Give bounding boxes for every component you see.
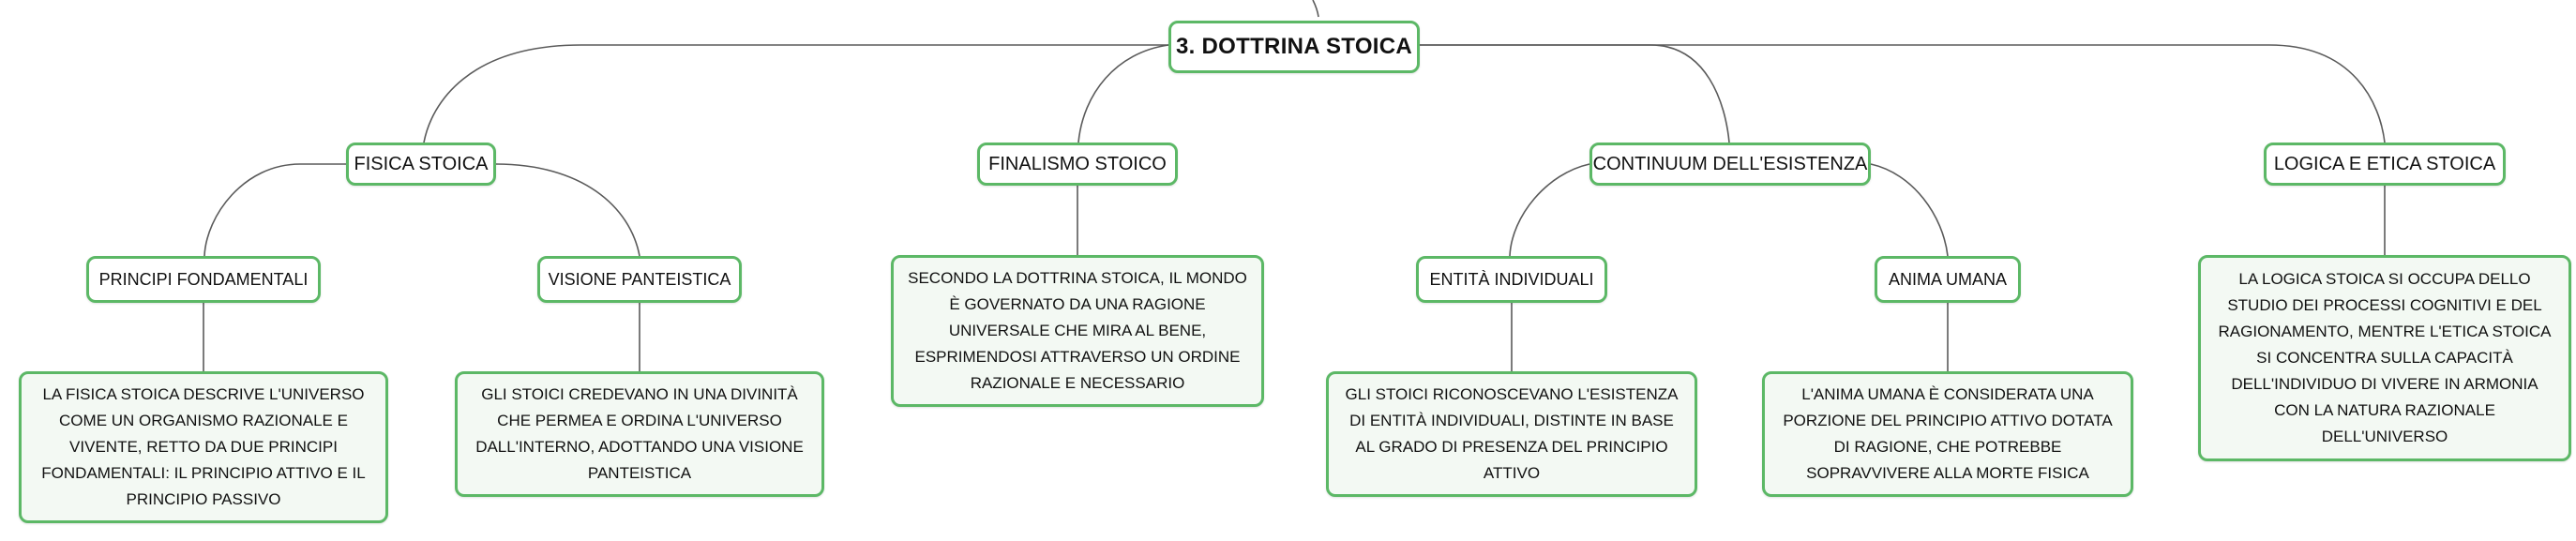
- connector-continuum-entita: [1509, 163, 1590, 257]
- note-principi-fondamentali[interactable]: LA FISICA STOICA DESCRIVE L'UNIVERSO COM…: [19, 371, 388, 523]
- connector-fisica-principi: [203, 163, 346, 257]
- root-topic[interactable]: 3. DOTTRINA STOICA: [1168, 21, 1420, 73]
- topic-finalismo-stoico[interactable]: FINALISMO STOICO: [977, 143, 1178, 186]
- topic-entita-individuali[interactable]: ENTITÀ INDIVIDUALI: [1416, 256, 1607, 303]
- connector-parent: [1312, 0, 1319, 18]
- connector-continuum-anima: [1870, 163, 1949, 257]
- note-logica-etica-stoica[interactable]: LA LOGICA STOICA SI OCCUPA DELLO STUDIO …: [2198, 255, 2571, 461]
- topic-logica-etica-stoica[interactable]: LOGICA E ETICA STOICA: [2264, 143, 2506, 186]
- topic-continuum-esistenza[interactable]: CONTINUUM DELL'ESISTENZA: [1589, 143, 1871, 186]
- note-visione-panteistica[interactable]: GLI STOICI CREDEVANO IN UNA DIVINITÀ CHE…: [455, 371, 824, 497]
- topic-principi-fondamentali[interactable]: PRINCIPI FONDAMENTALI: [86, 256, 321, 303]
- topic-fisica-stoica[interactable]: FISICA STOICA: [346, 143, 496, 186]
- connector-root-continuum: [1420, 44, 1730, 143]
- connector-fisica-visione: [495, 163, 640, 257]
- note-finalismo-stoico[interactable]: SECONDO LA DOTTRINA STOICA, IL MONDO È G…: [891, 255, 1264, 407]
- topic-anima-umana[interactable]: ANIMA UMANA: [1875, 256, 2021, 303]
- note-anima-umana[interactable]: L'ANIMA UMANA È CONSIDERATA UNA PORZIONE…: [1762, 371, 2133, 497]
- connector-root-logica: [1420, 44, 2386, 143]
- connector-root-fisica: [423, 44, 1168, 143]
- topic-visione-panteistica[interactable]: VISIONE PANTEISTICA: [537, 256, 742, 303]
- connector-root-finalismo: [1077, 44, 1169, 143]
- note-entita-individuali[interactable]: GLI STOICI RICONOSCEVANO L'ESISTENZA DI …: [1326, 371, 1697, 497]
